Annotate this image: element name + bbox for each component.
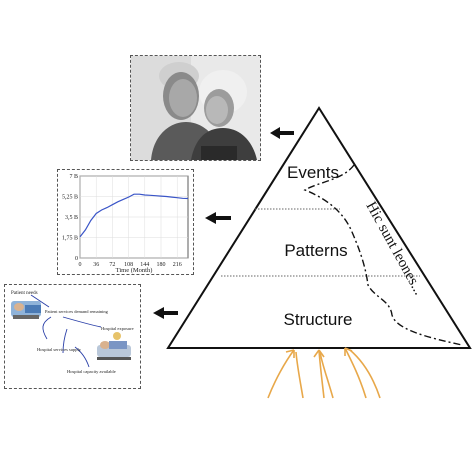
level-label-patterns: Patterns [284,241,347,260]
x-tick-label: 216 [173,262,182,268]
x-tick-label: 144 [140,262,149,268]
events-photo [130,55,261,161]
node-patient-needs: Patient needs [11,291,38,296]
y-tick-label: 7 B [69,174,78,180]
x-axis-label: Time (Month) [116,267,153,274]
pyramid [166,106,472,349]
elderly-couple-photo [131,56,260,160]
causal-links [30,294,102,368]
y-tick-label: 0 [75,256,78,262]
y-tick-label: 5,25 B [62,195,78,201]
arrow-to-photo [270,127,294,139]
arrow-to-causal-loop [153,307,178,319]
y-tick-label: 3,5 B [65,215,78,221]
patient-illustration [11,301,41,319]
level-label-events: Events [287,163,339,182]
node-patient-services-demand: Patient services demand remaining [45,309,109,314]
y-tick-label: 1,75 B [62,236,78,242]
hospital-bed-illustration [97,332,131,360]
x-tick-label: 72 [109,262,115,268]
series-line [79,193,189,238]
x-tick-label: 108 [124,262,133,268]
structure-causal-loop-diagram: Patient needs Patient services demand re… [4,284,141,389]
causal-loop-diagram: Patient needs Patient services demand re… [11,291,134,374]
x-tick-label: 0 [79,262,82,268]
node-hospital-capacity-available: Hospital capacity available [67,369,116,374]
x-tick-label: 36 [93,262,99,268]
node-hospital-exposure: Hospital exposure [101,326,134,331]
root-arrows [267,347,381,399]
level-label-structure: Structure [284,310,353,329]
unknown-region-boundary [303,164,463,346]
x-tick-label: 180 [157,262,166,268]
node-hospital-services-supply: Hospital services supply [37,347,82,352]
arrow-to-graph [205,212,231,224]
